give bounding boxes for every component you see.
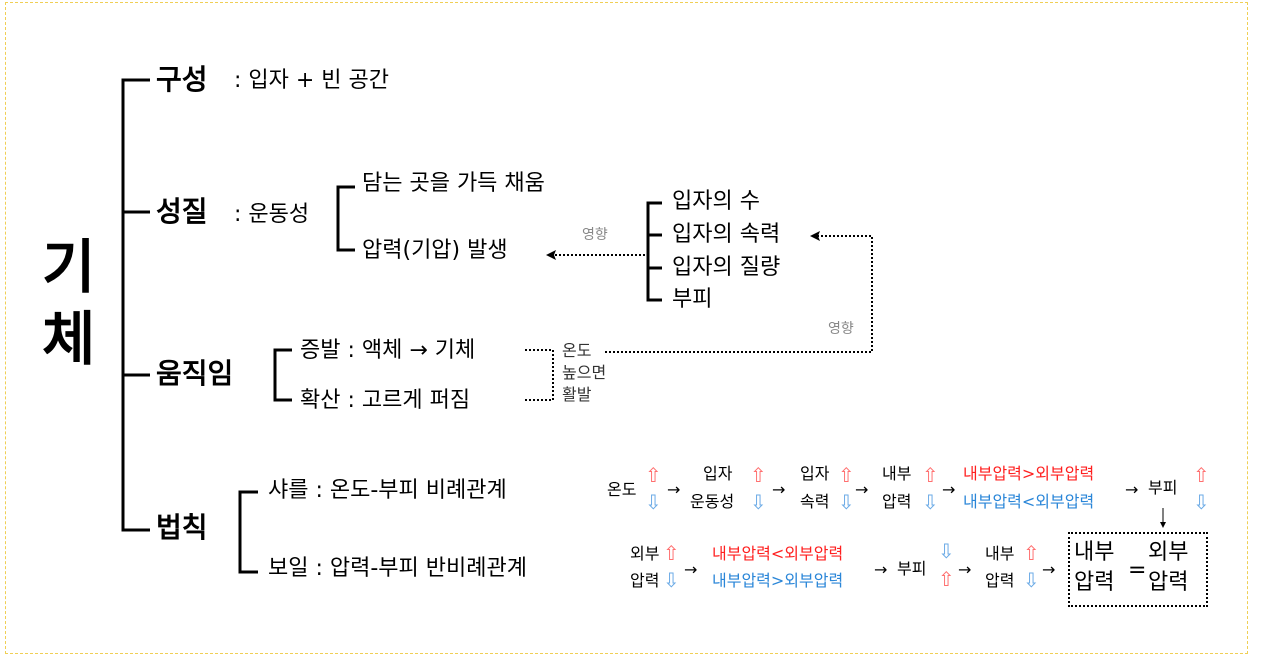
down-arrow-icon: ⇩ xyxy=(938,539,955,563)
composition-label: 구성 xyxy=(156,63,208,96)
bf-inner-less: 내부압력<외부압력 xyxy=(712,544,844,563)
title-char-2: 체 xyxy=(42,305,96,373)
law-boyle: 보일 : 압력-부피 반비례관계 xyxy=(268,556,527,581)
law-charles: 샤를 : 온도-부피 비례관계 xyxy=(268,478,507,503)
movement-bracket xyxy=(273,348,292,402)
up-arrow-icon: ⇧ xyxy=(645,463,662,487)
movement-label: 움직임 xyxy=(156,357,234,390)
cf-temp: 온도 xyxy=(607,480,637,499)
down-arrow-icon: ⇩ xyxy=(922,490,939,514)
note-high: 높으면 xyxy=(562,363,607,382)
bf-inner-greater: 내부압력>외부압력 xyxy=(712,571,844,590)
composition-desc: : 입자 + 빈 공간 xyxy=(234,68,390,93)
eq-right-2: 압력 xyxy=(1148,570,1189,595)
factor-count: 입자의 수 xyxy=(672,189,760,214)
up-arrow-icon: ⇧ xyxy=(1023,541,1040,565)
cf-speed-2: 속력 xyxy=(800,492,830,511)
movement-dotted-bracket xyxy=(525,349,554,401)
main-bracket xyxy=(121,78,150,532)
down-arrow-icon: ⇩ xyxy=(1023,568,1040,592)
property-item-pressure: 압력(기압) 발생 xyxy=(362,238,508,263)
property-label: 성질 xyxy=(156,195,208,228)
note-temp: 온도 xyxy=(562,341,592,360)
right-arrow-icon: → xyxy=(855,480,869,499)
property-item-fill: 담는 곳을 가득 채움 xyxy=(362,171,545,196)
title-char-1: 기 xyxy=(42,233,96,301)
cf-inner-less: 내부압력<외부압력 xyxy=(963,492,1095,511)
right-arrow-icon: → xyxy=(772,480,786,499)
right-arrow-icon: → xyxy=(942,480,956,499)
down-arrow-icon: ⇩ xyxy=(645,490,662,514)
bf-inner-2: 압력 xyxy=(985,571,1015,590)
movement-evaporation: 증발 : 액체 → 기체 xyxy=(300,338,476,363)
influence-label-2: 영향 xyxy=(828,321,854,337)
note-active: 활발 xyxy=(562,385,592,404)
laws-bracket xyxy=(238,490,258,574)
right-arrow-icon: → xyxy=(684,560,698,579)
eq-left-2: 압력 xyxy=(1074,570,1115,595)
factor-speed: 입자의 속력 xyxy=(672,222,781,247)
bf-inner-1: 내부 xyxy=(985,544,1015,563)
up-arrow-icon: ⇧ xyxy=(750,463,767,487)
cf-speed-1: 입자 xyxy=(800,464,830,483)
arrowhead-speed xyxy=(810,231,820,241)
temperature-dotted-line xyxy=(605,235,873,353)
movement-diffusion: 확산 : 고르게 퍼짐 xyxy=(300,388,471,413)
up-arrow-icon: ⇧ xyxy=(663,541,680,565)
right-arrow-icon: → xyxy=(1125,480,1139,499)
factor-bracket xyxy=(646,201,662,302)
right-arrow-icon: → xyxy=(667,480,681,499)
equilibrium-box xyxy=(1068,532,1208,607)
down-arrow-icon: ⇩ xyxy=(663,568,680,592)
cf-motion-1: 입자 xyxy=(703,464,733,483)
property-desc: : 운동성 xyxy=(234,202,310,227)
down-arrow-icon: ⇩ xyxy=(838,490,855,514)
dashed-frame xyxy=(5,2,1248,654)
eq-right-1: 외부 xyxy=(1148,540,1189,565)
cf-volume: 부피 xyxy=(1148,478,1178,497)
cf-inner-greater: 내부압력>외부압력 xyxy=(963,464,1095,483)
up-arrow-icon: ⇧ xyxy=(922,463,939,487)
influence-label: 영향 xyxy=(582,227,608,243)
factor-volume: 부피 xyxy=(672,287,713,312)
cf-inner-2: 압력 xyxy=(882,492,912,511)
arrowhead-pressure xyxy=(546,250,556,260)
bf-outer-2: 압력 xyxy=(630,571,660,590)
eq-left-1: 내부 xyxy=(1074,540,1115,565)
up-arrow-icon: ⇧ xyxy=(838,463,855,487)
down-arrow-icon: ⇩ xyxy=(750,490,767,514)
bf-outer-1: 외부 xyxy=(630,544,660,563)
cf-inner-1: 내부 xyxy=(882,464,912,483)
down-arrow-icon: ⇩ xyxy=(1193,490,1210,514)
up-arrow-icon: ⇧ xyxy=(1193,463,1210,487)
laws-label: 법칙 xyxy=(156,511,208,544)
property-bracket xyxy=(336,185,355,252)
factor-mass: 입자의 질량 xyxy=(672,255,781,280)
cf-motion-2: 운동성 xyxy=(690,492,735,511)
right-arrow-icon: → xyxy=(874,560,888,579)
up-arrow-icon: ⇧ xyxy=(938,567,955,591)
bf-volume: 부피 xyxy=(897,559,927,578)
right-arrow-icon: → xyxy=(1042,560,1056,579)
eq-sign: = xyxy=(1128,558,1147,583)
right-arrow-icon: → xyxy=(958,560,972,579)
